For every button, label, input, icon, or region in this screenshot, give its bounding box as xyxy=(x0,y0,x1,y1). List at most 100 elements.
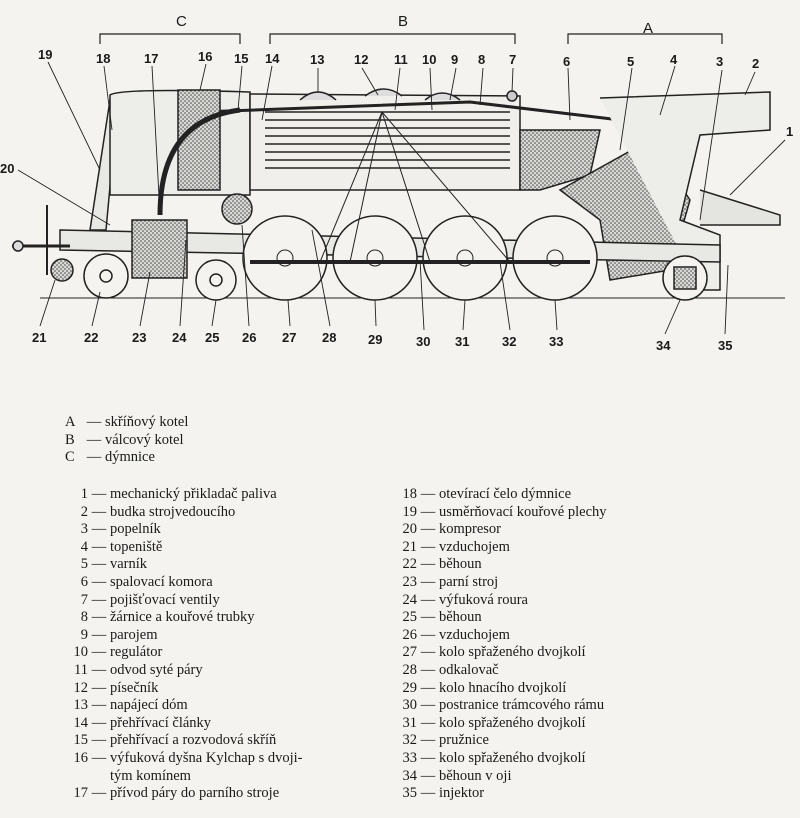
locomotive-drawing xyxy=(12,88,785,301)
legend-number: 34 xyxy=(402,767,418,784)
legend-text: běhoun v oji xyxy=(439,767,512,784)
section-key: B xyxy=(65,431,75,448)
legend-item: 14—přehřívací články xyxy=(62,715,303,733)
legend-number: 13 xyxy=(73,697,89,714)
legend-item: 35—injektor xyxy=(385,785,607,803)
legend-number: 24 xyxy=(402,591,418,608)
legend-number: 35 xyxy=(402,785,418,802)
legend-item: 28—odkalovač xyxy=(385,662,607,680)
dash: — xyxy=(420,609,436,626)
dash: — xyxy=(420,732,436,749)
callout-21: 21 xyxy=(32,330,46,345)
dash: — xyxy=(420,679,436,696)
callout-numbers: 1 2 3 4 5 6 7 8 9 10 11 12 13 14 15 16 1… xyxy=(0,47,793,353)
callout-16: 16 xyxy=(198,49,212,64)
dash: — xyxy=(91,556,107,573)
legend-text: otevírací čelo dýmnice xyxy=(439,486,572,502)
legend-text: žárnice a kouřové trubky xyxy=(110,609,255,626)
legend-item: 9—parojem xyxy=(62,627,303,645)
dash: — xyxy=(420,538,436,555)
legend-item: 16—výfuková dyšna Kylchap s dvoji- xyxy=(62,750,303,768)
dash: — xyxy=(420,503,436,520)
legend-item: 22—běhoun xyxy=(385,556,607,574)
legend-text: běhoun xyxy=(439,556,482,573)
callout-15: 15 xyxy=(234,51,248,66)
legend-number: 22 xyxy=(402,556,418,573)
legend-number: 14 xyxy=(73,714,89,731)
legend-item: 2—budka strojvedoucího xyxy=(62,504,303,522)
section-text: dýmnice xyxy=(105,449,155,466)
callout-13: 13 xyxy=(310,52,324,67)
legend-item: 12—písečník xyxy=(62,680,303,698)
callout-1: 1 xyxy=(786,124,793,139)
legend-text: vzduchojem xyxy=(439,626,510,643)
legend-number: 2 xyxy=(80,503,88,520)
legend-item: 30—postranice trámcového rámu xyxy=(385,697,607,715)
dash: — xyxy=(91,714,107,731)
callout-12: 12 xyxy=(354,52,368,67)
callout-29: 29 xyxy=(368,332,382,347)
legend-text: písečník xyxy=(110,679,159,696)
legend-text: regulátor xyxy=(110,644,163,661)
dash: — xyxy=(91,538,107,555)
section-row-a: A—skříňový kotel xyxy=(65,414,188,432)
legend-item: 31—kolo spřaženého dvojkolí xyxy=(385,715,607,733)
dash: — xyxy=(91,732,107,749)
legend-item: 27—kolo spřaženého dvojkolí xyxy=(385,644,607,662)
callout-3: 3 xyxy=(716,54,723,69)
legend-item: 20—kompresor xyxy=(385,521,607,539)
callout-9: 9 xyxy=(451,52,458,67)
section-label-b: B xyxy=(398,13,408,30)
section-brackets xyxy=(99,33,723,44)
section-key: A xyxy=(65,414,76,430)
dash: — xyxy=(420,767,436,784)
dash: — xyxy=(91,591,107,608)
dash: — xyxy=(91,785,107,802)
callout-6: 6 xyxy=(563,54,570,69)
legend-text: postranice trámcového rámu xyxy=(439,697,605,714)
legend-number: 11 xyxy=(74,661,88,678)
dash: — xyxy=(420,785,436,802)
legend-text: kolo spřaženého dvojkolí xyxy=(439,749,586,766)
legend-number: 23 xyxy=(402,573,418,590)
dash: — xyxy=(91,679,107,696)
legend-number: 19 xyxy=(402,503,418,520)
legend-number: 4 xyxy=(80,538,88,555)
legend-item: 8—žárnice a kouřové trubky xyxy=(62,609,303,627)
dash: — xyxy=(86,449,102,466)
dash: — xyxy=(91,749,107,766)
legend-text: parojem xyxy=(110,626,158,643)
legend-number: 32 xyxy=(402,732,418,749)
leader-lines xyxy=(17,61,786,335)
legend-item: 13—napájecí dóm xyxy=(62,697,303,715)
callout-31: 31 xyxy=(455,334,469,349)
legend-item: 3—popelník xyxy=(62,521,303,539)
legend-text: kompresor xyxy=(439,521,502,538)
callout-18: 18 xyxy=(96,51,110,66)
locomotive-diagram: C B A xyxy=(0,13,793,353)
legend-text: injektor xyxy=(439,785,485,802)
legend-number: 3 xyxy=(80,521,88,538)
legend-text: přehřívací a rozvodová skříň xyxy=(110,732,277,749)
callout-5: 5 xyxy=(627,54,634,69)
legend-text: pružnice xyxy=(439,732,489,749)
legend-text: výfuková dyšna Kylchap s dvoji- xyxy=(110,749,303,766)
section-text: válcový kotel xyxy=(105,431,184,448)
legend-number: 7 xyxy=(80,591,88,608)
legend-text: kolo spřaženého dvojkolí xyxy=(439,714,586,731)
legend-item: 33—kolo spřaženého dvojkolí xyxy=(385,750,607,768)
callout-14: 14 xyxy=(265,51,280,66)
section-key: C xyxy=(65,449,75,466)
legend-text: popelník xyxy=(110,521,161,538)
dash: — xyxy=(420,591,436,608)
legend-text: pojišťovací ventily xyxy=(110,591,220,608)
dash: — xyxy=(420,749,436,766)
callout-30: 30 xyxy=(416,334,430,349)
legend-number: 9 xyxy=(80,626,88,643)
legend-number: 27 xyxy=(402,644,418,661)
callout-25: 25 xyxy=(205,330,219,345)
callout-26: 26 xyxy=(242,330,256,345)
legend-text: mechanický přikladač paliva xyxy=(110,486,277,502)
legend-number: 5 xyxy=(80,556,88,573)
legend-number: 16 xyxy=(73,749,89,766)
